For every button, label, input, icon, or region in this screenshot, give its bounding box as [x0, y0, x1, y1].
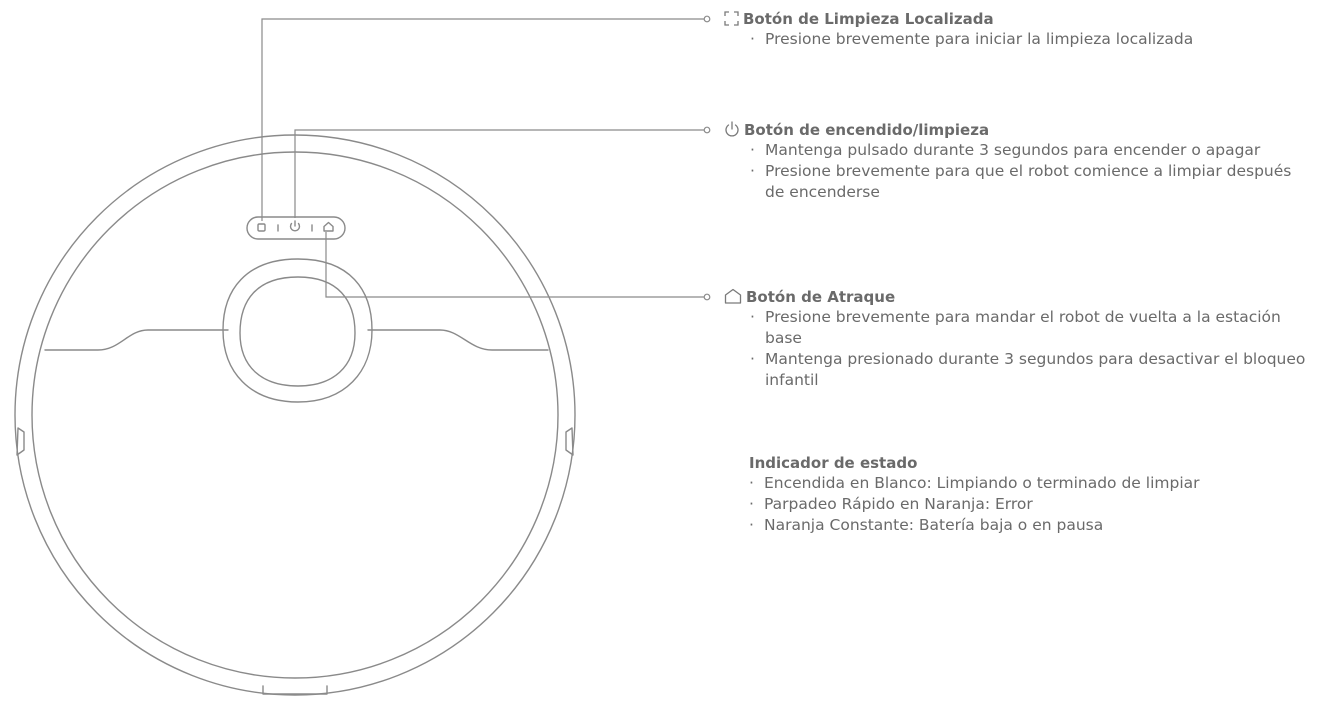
panel-dock-button	[323, 221, 334, 232]
lidar-inner	[239, 276, 356, 387]
left-bumper	[16, 427, 25, 456]
callout-spot: Botón de Limpieza Localizada Presione br…	[724, 9, 1310, 50]
lidar-outer	[222, 258, 373, 403]
right-bumper	[565, 427, 574, 456]
dock-title: Botón de Atraque	[746, 288, 896, 306]
callout-dock: Botón de Atraque Presione brevemente par…	[724, 287, 1340, 391]
power-item: Mantenga pulsado durante 3 segundos para…	[750, 140, 1340, 161]
panel-spot-button	[257, 223, 266, 232]
status-title: Indicador de estado	[749, 454, 918, 472]
robot-outer-shell	[14, 134, 576, 696]
spot-clean-icon	[724, 11, 739, 26]
status-item: Naranja Constante: Batería baja o en pau…	[749, 515, 1329, 536]
power-title: Botón de encendido/limpieza	[744, 121, 990, 139]
power-item: Presione brevemente para que el robot co…	[750, 161, 1300, 203]
button-panel	[246, 216, 346, 240]
spot-title: Botón de Limpieza Localizada	[743, 10, 994, 28]
leader-dot-power	[703, 126, 711, 134]
spot-item: Presione brevemente para iniciar la limp…	[750, 29, 1310, 50]
status-item: Encendida en Blanco: Limpiando o termina…	[749, 473, 1329, 494]
leader-dot-dock	[703, 293, 711, 301]
leader-line-dock	[325, 232, 704, 298]
dock-item: Presione brevemente para mandar el robot…	[750, 307, 1320, 349]
home-icon	[724, 288, 742, 304]
power-icon	[725, 121, 739, 137]
top-cover-line	[44, 329, 549, 351]
dock-item: Mantenga presionado durante 3 segundos p…	[750, 349, 1341, 391]
leader-line-spot	[261, 18, 704, 221]
leader-dot-spot	[703, 15, 711, 23]
panel-power-button	[289, 220, 301, 232]
callout-status: Indicador de estado Encendida en Blanco:…	[749, 453, 1329, 536]
callout-power: Botón de encendido/limpieza Mantenga pul…	[724, 120, 1340, 203]
status-item: Parpadeo Rápido en Naranja: Error	[749, 494, 1329, 515]
leader-line-power	[294, 129, 704, 218]
bottom-tab	[262, 685, 328, 695]
